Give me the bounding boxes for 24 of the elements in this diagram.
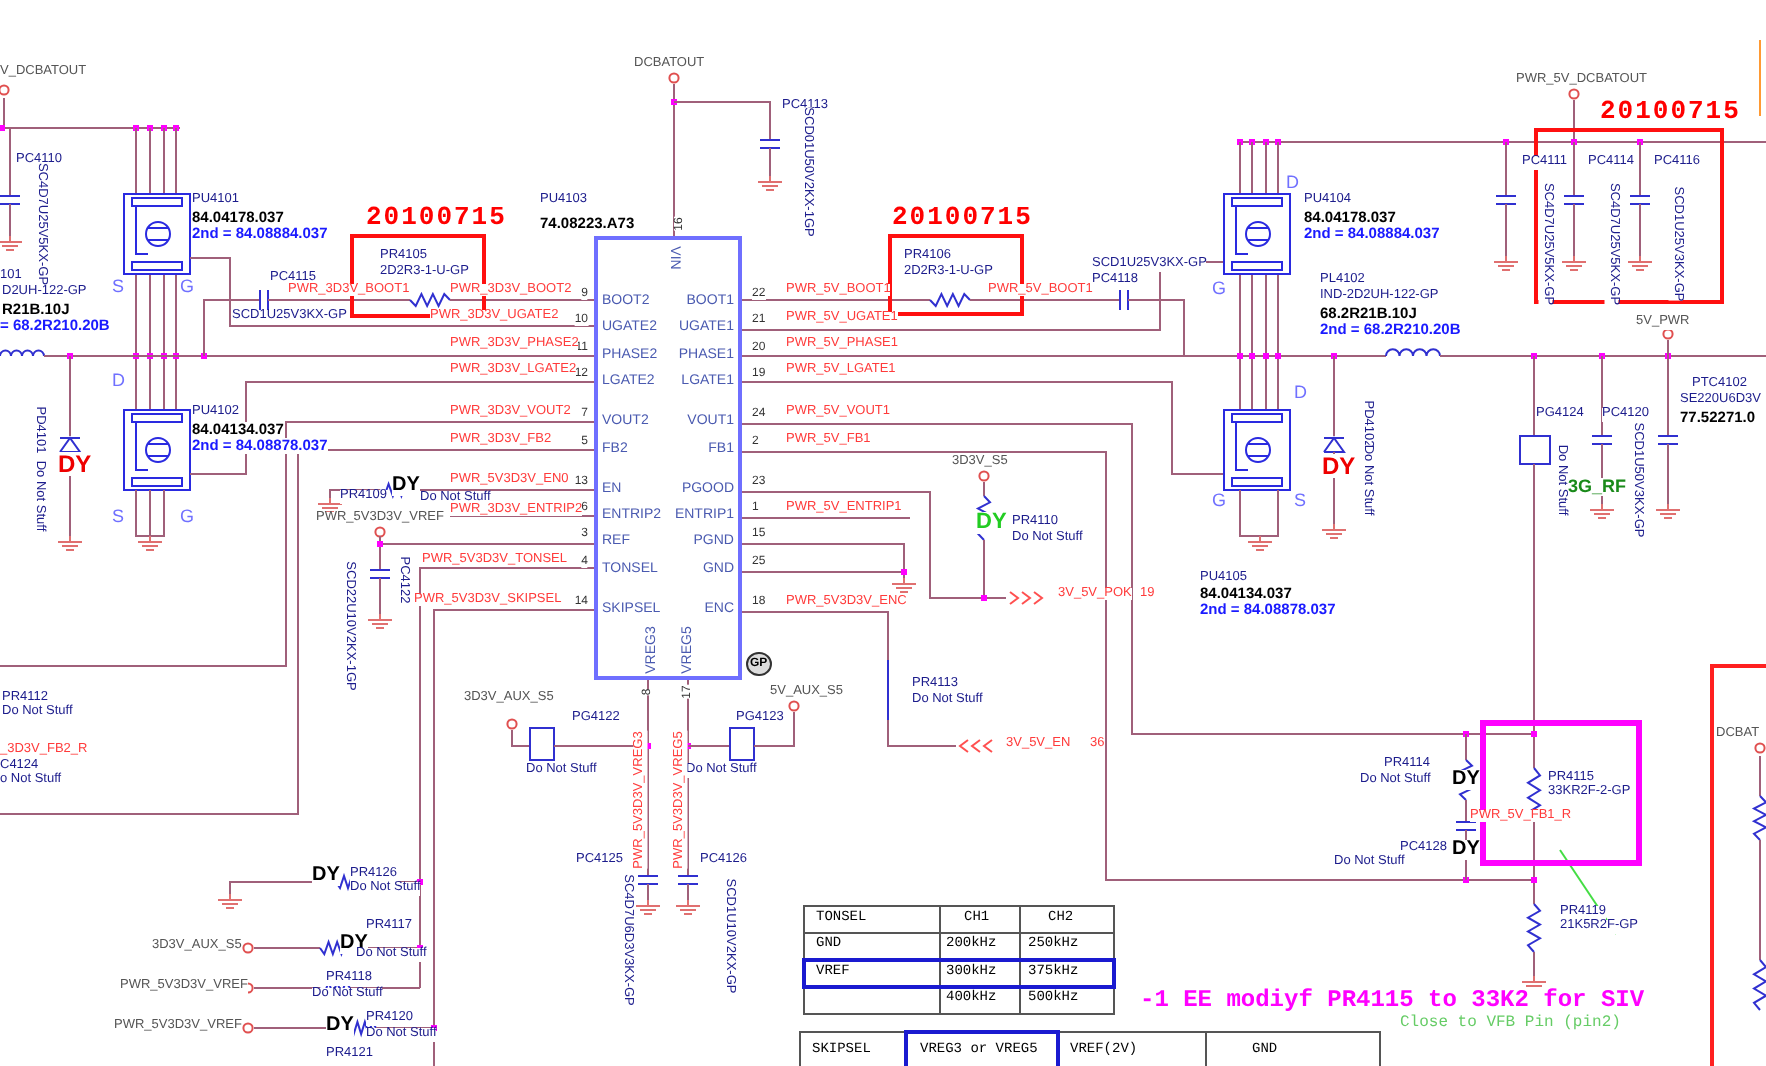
pin-letter: D (1286, 174, 1299, 192)
dy-marker: DY (1452, 840, 1480, 860)
dy-marker: DY (1322, 454, 1356, 478)
pin-letter: D (112, 372, 125, 390)
revision-date: 20100715 (892, 204, 1033, 230)
pin-letter: G (180, 508, 195, 526)
dy-marker: DY (58, 452, 92, 476)
placement-note: Close to VFB Pin (pin2) (1400, 1016, 1621, 1032)
revision-note: -1 EE modiyf PR4115 to 33K2 for SIV (1140, 988, 1645, 1012)
dy-marker: DY (326, 1016, 354, 1036)
dy-marker: DY (392, 476, 420, 496)
revision-date: 20100715 (1600, 98, 1741, 124)
dy-marker: DY (1452, 770, 1480, 790)
pin-letter: S (1294, 492, 1307, 510)
pin-letter: D (1294, 384, 1307, 402)
pin-letter: G (180, 278, 195, 296)
revision-date: 20100715 (366, 204, 507, 230)
pin-letter: S (112, 508, 125, 526)
pin-letter: G (1212, 492, 1227, 510)
dy-marker: DY (976, 512, 1007, 534)
pin-letter: S (112, 278, 125, 296)
pin-letter: G (1212, 280, 1227, 298)
dy-marker: DY (312, 866, 340, 886)
net-label: 3G_RF (1568, 478, 1627, 496)
